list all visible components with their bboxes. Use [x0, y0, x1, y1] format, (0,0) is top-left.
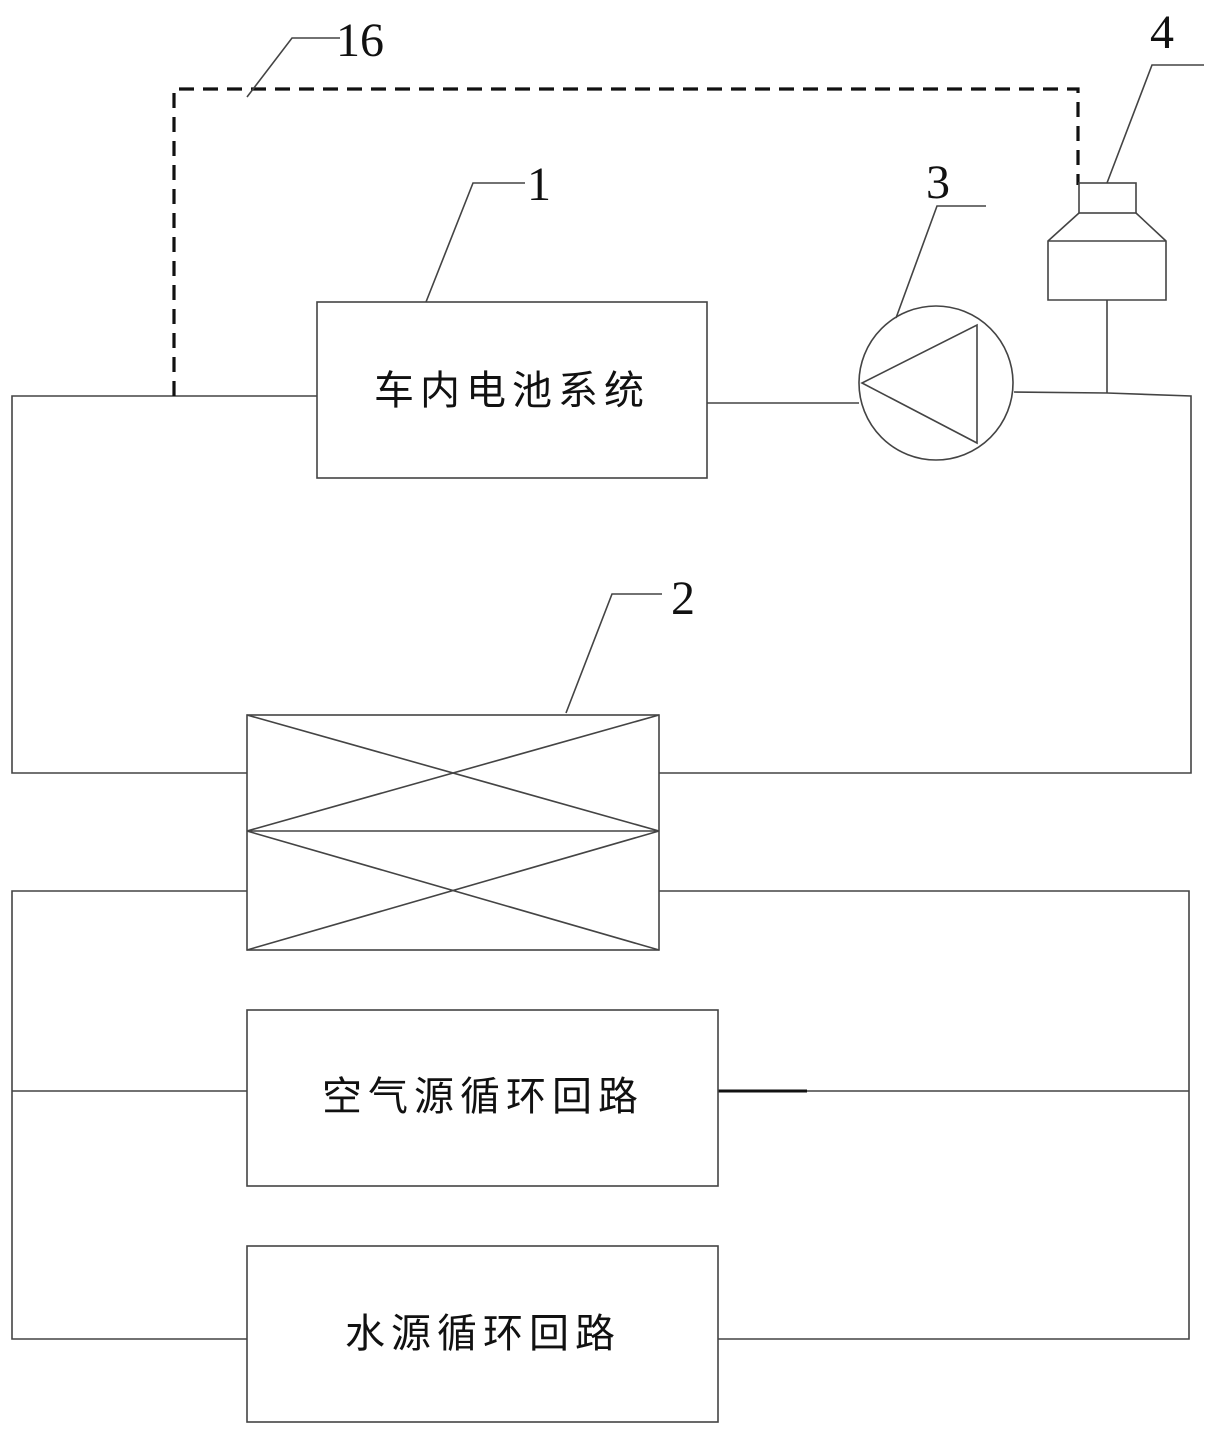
pump-symbol — [858, 305, 1014, 461]
leader-line-4 — [1106, 64, 1204, 184]
water-source-loop-label: 水源循环回路 — [345, 1311, 621, 1357]
water-source-loop-box — [246, 1245, 719, 1423]
reference-number-1: 1 — [527, 158, 551, 211]
reference-number-3: 3 — [926, 156, 950, 209]
lower-loop-right-pipe — [659, 890, 1190, 1340]
lower-loop-left-pipe — [11, 890, 247, 1340]
heat-exchanger — [246, 714, 660, 951]
pump-to-return-pipe — [659, 391, 1192, 774]
air-source-loop-box — [246, 1009, 719, 1187]
air-source-loop-label: 空气源循环回路 — [322, 1074, 644, 1120]
leader-line-2 — [565, 593, 662, 714]
reference-number-4: 4 — [1150, 6, 1174, 59]
reference-number-16: 16 — [336, 14, 384, 67]
reference-number-2: 2 — [671, 572, 695, 625]
battery-system-label: 车内电池系统 — [374, 368, 650, 414]
leader-line-3 — [895, 205, 986, 319]
leader-line-16 — [246, 37, 340, 98]
leader-line-1 — [425, 182, 525, 303]
battery-system-box — [316, 301, 708, 479]
dashed-control-line — [172, 87, 1080, 396]
expansion-tank — [1047, 182, 1167, 301]
battery-loop-left-pipe — [11, 395, 317, 774]
